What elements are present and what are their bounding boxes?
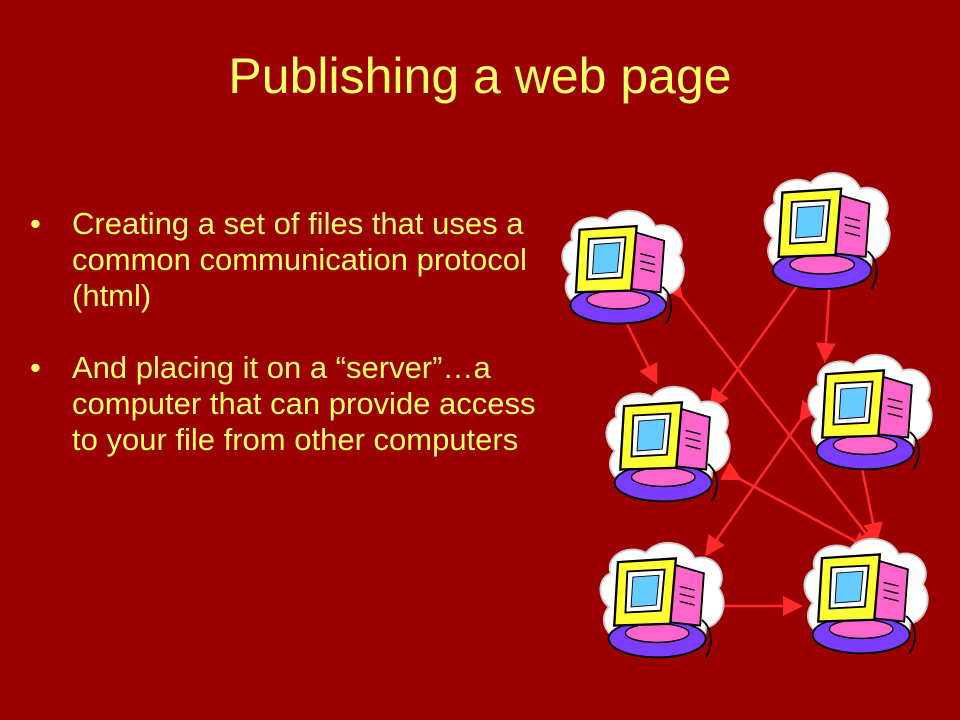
slide-title: Publishing a web page — [228, 48, 732, 104]
computer-icon — [763, 171, 891, 291]
bullet-list: • Creating a set of files that uses a co… — [30, 206, 540, 494]
bullet-text: Creating a set of files that uses a comm… — [72, 206, 527, 313]
computer-icon — [803, 537, 929, 655]
computer-icon — [605, 385, 731, 503]
network-diagram — [561, 171, 933, 659]
computer-icon — [561, 209, 685, 325]
connection-arrows — [609, 262, 883, 616]
arrow-top-left-mid-left — [609, 302, 658, 385]
bullet-item: • And placing it on a “server”…a compute… — [30, 350, 540, 458]
computer-icon — [807, 353, 933, 471]
arrow-top-right-mid-left — [709, 266, 815, 410]
bullet-marker: • — [30, 350, 41, 385]
arrow-mid-right-bottom-left — [705, 399, 819, 557]
bullet-marker: • — [30, 206, 41, 241]
arrow-top-right-mid-right — [815, 262, 841, 363]
bullet-text: And placing it on a “server”…a computer … — [72, 350, 536, 457]
bullet-item: • Creating a set of files that uses a co… — [30, 206, 540, 314]
computer-icon — [599, 541, 725, 659]
arrow-mid-right-bottom-right — [849, 451, 883, 543]
